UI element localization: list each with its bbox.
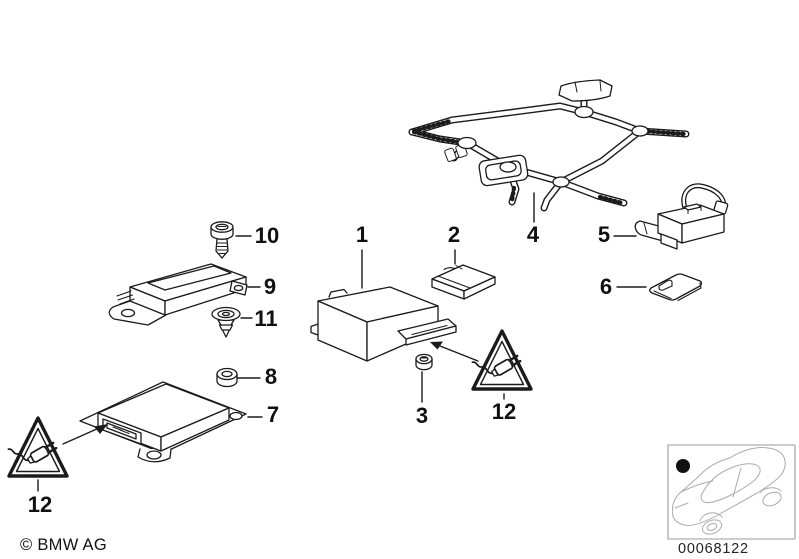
part-4-wiring-harness — [408, 79, 690, 212]
part-8-cap-nut — [216, 367, 238, 388]
part-10-screw — [210, 221, 234, 259]
callout-10[interactable]: 10 — [254, 223, 280, 248]
diagram-number: 00068122 — [678, 541, 749, 557]
callout-6[interactable]: 6 — [599, 274, 613, 299]
callout-7[interactable]: 7 — [266, 402, 280, 427]
location-dot-icon — [676, 459, 690, 473]
callout-9[interactable]: 9 — [263, 274, 277, 299]
part-7-airbag-module — [79, 381, 247, 463]
part-3-nut — [415, 353, 433, 371]
part-9-sensor-module — [108, 263, 248, 326]
callout-12-right[interactable]: 12 — [491, 399, 517, 424]
pointer-arrowheads — [94, 341, 443, 434]
part-2-bracket — [431, 264, 496, 300]
callout-5[interactable]: 5 — [597, 222, 611, 247]
warning-triangle-left-icon — [6, 416, 69, 478]
part-1-control-unit — [310, 286, 457, 362]
callout-12-left[interactable]: 12 — [27, 492, 53, 517]
copyright-text: © BMW AG — [20, 536, 107, 554]
part-11-expansion-rivet — [211, 306, 241, 338]
leader-lines — [37, 192, 647, 492]
part-6-clip — [649, 273, 703, 302]
callout-11[interactable]: 11 — [254, 306, 278, 331]
warning-triangle-right-icon — [470, 329, 533, 391]
callout-4[interactable]: 4 — [526, 222, 540, 247]
callout-2[interactable]: 2 — [447, 222, 461, 247]
callout-8[interactable]: 8 — [264, 364, 278, 389]
car-thumbnail — [667, 444, 796, 540]
callout-3[interactable]: 3 — [415, 403, 429, 428]
callout-1[interactable]: 1 — [355, 222, 369, 247]
part-5-sensor-with-cable — [634, 183, 729, 250]
